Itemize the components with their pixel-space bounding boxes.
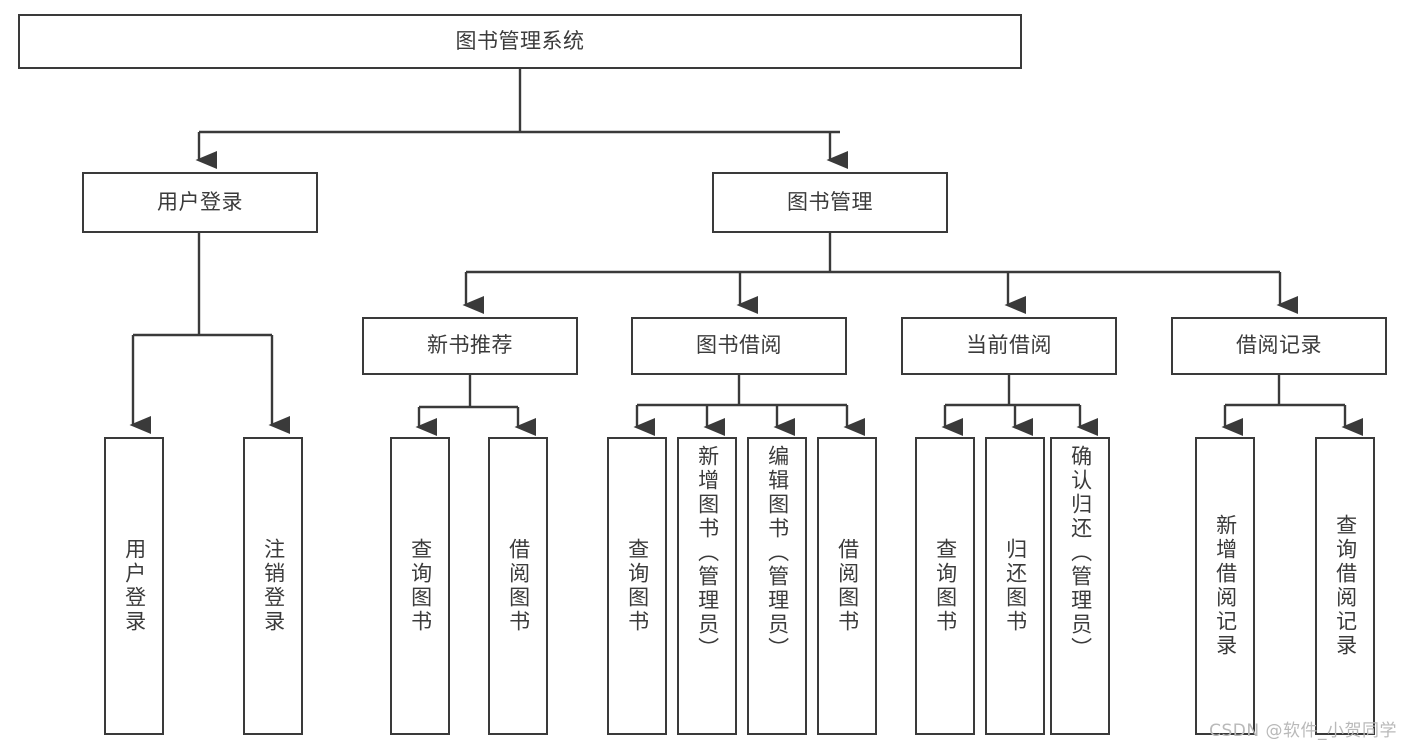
node-label: 查询图书 (933, 538, 958, 634)
node-label: 用户登录 (157, 189, 243, 214)
watermark-text: CSDN @软件_小贺同学 (1209, 721, 1397, 741)
node-leaf-query-book-2[interactable]: 查询图书 (607, 437, 667, 735)
node-label: 图书管理 (787, 189, 873, 214)
node-leaf-user-login[interactable]: 用户登录 (104, 437, 164, 735)
node-label: 确认归还（管理员） (1068, 445, 1093, 661)
node-leaf-borrow-book-2[interactable]: 借阅图书 (817, 437, 877, 735)
node-book-manage[interactable]: 图书管理 (712, 172, 948, 233)
node-leaf-query-record[interactable]: 查询借阅记录 (1315, 437, 1375, 735)
node-label: 借阅图书 (506, 538, 531, 634)
node-label: 注销登录 (261, 538, 286, 634)
node-label: 借阅记录 (1236, 333, 1322, 358)
node-label: 归还图书 (1003, 538, 1028, 634)
node-leaf-user-logout[interactable]: 注销登录 (243, 437, 303, 735)
node-label: 当前借阅 (966, 333, 1052, 358)
node-label: 查询图书 (408, 538, 433, 634)
node-current-borrow[interactable]: 当前借阅 (901, 317, 1117, 375)
node-label: 新增图书（管理员） (695, 445, 720, 661)
node-label: 新增借阅记录 (1213, 514, 1238, 658)
node-leaf-borrow-book-1[interactable]: 借阅图书 (488, 437, 548, 735)
node-label: 查询图书 (625, 538, 650, 634)
node-book-borrow[interactable]: 图书借阅 (631, 317, 847, 375)
node-root-system[interactable]: 图书管理系统 (18, 14, 1022, 69)
node-borrow-record[interactable]: 借阅记录 (1171, 317, 1387, 375)
node-leaf-confirm-return[interactable]: 确认归还（管理员） (1050, 437, 1110, 735)
node-leaf-edit-book[interactable]: 编辑图书（管理员） (747, 437, 807, 735)
node-label: 编辑图书（管理员） (765, 445, 790, 661)
node-label: 借阅图书 (835, 538, 860, 634)
node-label: 用户登录 (122, 538, 147, 634)
node-new-book-recommend[interactable]: 新书推荐 (362, 317, 578, 375)
node-leaf-add-record[interactable]: 新增借阅记录 (1195, 437, 1255, 735)
node-label: 图书借阅 (696, 333, 782, 358)
node-leaf-query-book-1[interactable]: 查询图书 (390, 437, 450, 735)
node-label: 查询借阅记录 (1333, 514, 1358, 658)
node-leaf-add-book[interactable]: 新增图书（管理员） (677, 437, 737, 735)
node-user-login[interactable]: 用户登录 (82, 172, 318, 233)
node-label: 新书推荐 (427, 333, 513, 358)
node-leaf-return-book[interactable]: 归还图书 (985, 437, 1045, 735)
node-leaf-query-book-3[interactable]: 查询图书 (915, 437, 975, 735)
node-label: 图书管理系统 (455, 28, 585, 53)
